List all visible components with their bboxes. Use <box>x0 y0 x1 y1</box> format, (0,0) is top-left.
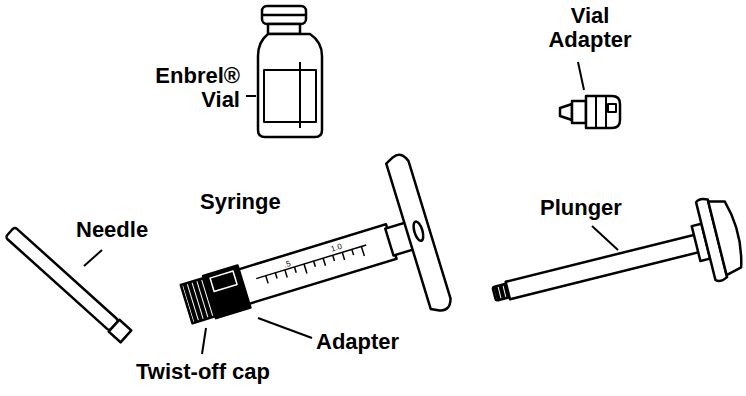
needle <box>5 226 132 342</box>
leader-line <box>202 328 206 354</box>
vial <box>246 6 322 137</box>
syringe <box>163 152 453 381</box>
part-label: Enbrel® Vial <box>140 64 240 112</box>
leader-line <box>592 226 618 250</box>
part-label: Syringe <box>200 190 310 214</box>
part-label: Plunger <box>540 196 650 220</box>
part-label: Twist-off cap <box>136 360 306 384</box>
part-label: Needle <box>76 218 176 242</box>
part-label: Vial Adapter <box>540 4 640 52</box>
vial-adapter <box>560 62 620 128</box>
leader-line <box>258 318 312 338</box>
leader-line <box>84 250 102 266</box>
plunger <box>484 192 746 334</box>
part-label: Adapter <box>316 330 426 354</box>
